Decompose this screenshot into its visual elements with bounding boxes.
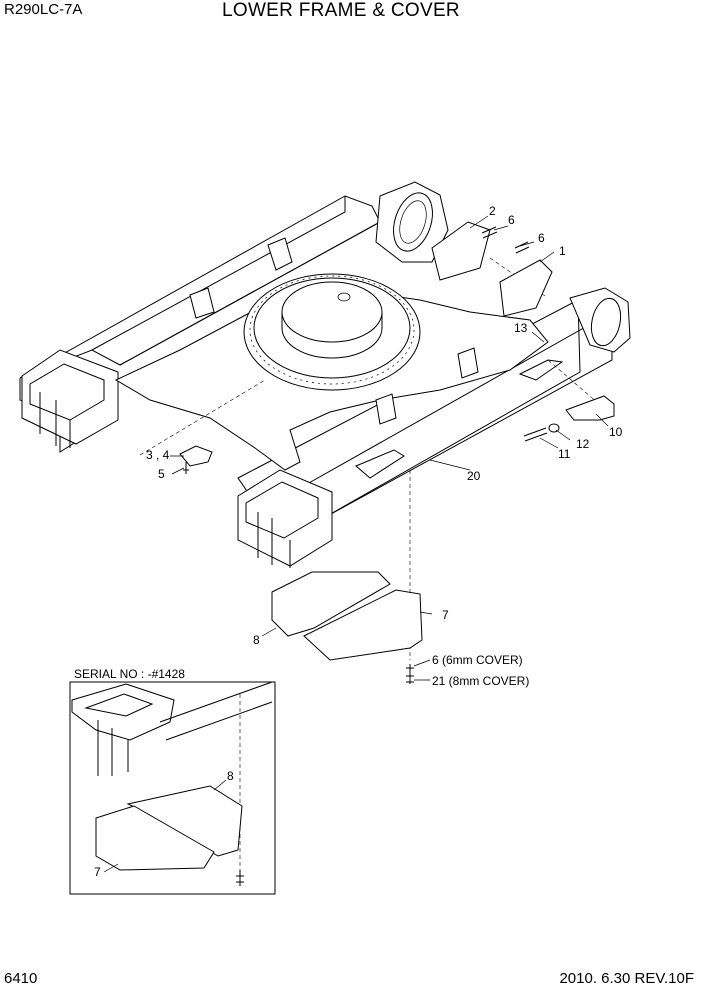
plate-3-4 — [179, 445, 213, 467]
page-title: LOWER FRAME & COVER — [222, 0, 460, 21]
serial-inset-drawing — [69, 681, 276, 895]
lower-frame-drawing — [19, 181, 631, 660]
model-number: R290LC-7A — [4, 1, 83, 18]
under-cover-8 — [271, 571, 391, 637]
callout-11: 11 — [558, 447, 571, 461]
callout-6-middle: 6 — [538, 231, 545, 245]
page-number: 6410 — [4, 970, 38, 987]
bolt-6-upper — [481, 226, 530, 254]
bolt-5 — [183, 462, 189, 474]
handle-10 — [565, 395, 615, 421]
callout-10: 10 — [609, 425, 623, 439]
callout-3-4: 3 , 4 — [146, 448, 170, 462]
callout-5: 5 — [158, 467, 165, 481]
cover-plate-1 — [499, 259, 553, 317]
serial-number-label: SERIAL NO : -#1428 — [74, 667, 185, 681]
callout-6-upper: 6 — [508, 213, 515, 227]
callout-2: 2 — [489, 204, 496, 218]
callout-6-cover: 6 (6mm COVER) — [432, 653, 523, 667]
callout-20: 20 — [467, 469, 481, 483]
callout-1: 1 — [559, 244, 566, 258]
under-cover-7 — [303, 589, 423, 661]
bolt-11 — [523, 427, 548, 442]
callout-13: 13 — [514, 321, 528, 335]
inset-callout-8: 8 — [227, 769, 234, 783]
cover-plate-2 — [431, 221, 491, 281]
bolt-6-21-lower — [406, 664, 414, 684]
revision-date: 2010. 6.30 REV.10F — [559, 970, 694, 987]
callout-8: 8 — [253, 633, 260, 647]
callout-12: 12 — [576, 437, 590, 451]
inset-callout-7: 7 — [94, 865, 101, 879]
callout-leaders — [170, 215, 609, 681]
callout-21-cover: 21 (8mm COVER) — [432, 674, 530, 688]
callout-7: 7 — [442, 608, 449, 622]
